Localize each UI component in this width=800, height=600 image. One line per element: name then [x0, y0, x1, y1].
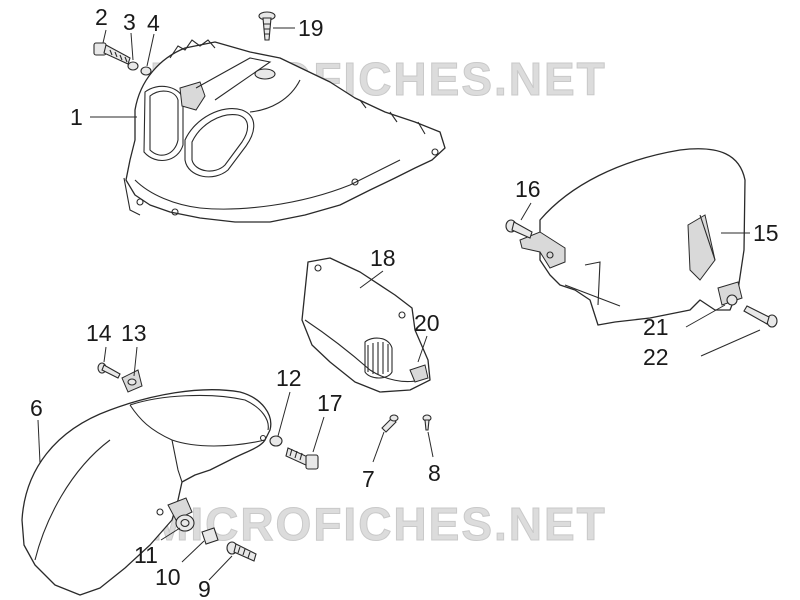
callout-20: 20 — [414, 310, 440, 336]
callout-2: 2 — [95, 4, 108, 30]
washer-12-hardware — [269, 435, 283, 447]
callout-labels: 1 2 3 4 19 16 15 18 20 14 13 12 17 6 7 8… — [30, 4, 779, 600]
grille-detail — [364, 337, 393, 379]
inner-shield-part — [123, 39, 446, 223]
bolt-2-hardware — [93, 42, 131, 65]
callout-14: 14 — [86, 320, 112, 346]
callout-13: 13 — [121, 320, 147, 346]
washer-3-hardware — [127, 61, 139, 71]
spacer-10-hardware — [201, 527, 219, 545]
callout-3: 3 — [123, 9, 136, 35]
callout-18: 18 — [370, 245, 396, 271]
bushing-11-hardware — [175, 514, 195, 532]
screw-7-hardware — [381, 414, 399, 433]
lower-cover-part — [301, 257, 431, 393]
screw-8-hardware — [422, 414, 432, 431]
bolt-9-hardware — [226, 541, 257, 562]
callout-9: 9 — [198, 576, 211, 600]
callout-11: 11 — [134, 542, 158, 568]
callout-17: 17 — [317, 390, 343, 416]
bolt-17-hardware — [285, 447, 319, 470]
callout-8: 8 — [428, 460, 441, 486]
screw-19-hardware — [258, 11, 276, 41]
callout-12: 12 — [276, 365, 302, 391]
leader-lines — [37, 27, 761, 581]
callout-10: 10 — [155, 564, 181, 590]
screw-14-hardware — [97, 362, 121, 379]
callout-22: 22 — [643, 344, 669, 370]
rear-hugger-part — [519, 148, 746, 326]
washer-4-hardware — [140, 66, 152, 76]
callout-15: 15 — [753, 220, 779, 246]
screw-16-hardware — [505, 219, 533, 239]
callout-16: 16 — [515, 176, 541, 202]
callout-21: 21 — [643, 314, 669, 340]
screw-22-hardware — [743, 305, 778, 328]
callout-6: 6 — [30, 395, 43, 421]
callout-1: 1 — [70, 104, 83, 130]
watermark-bottom: MICROFICHES.NET — [150, 498, 607, 550]
callout-19: 19 — [298, 15, 324, 41]
clip-13-hardware — [121, 369, 143, 393]
callout-7: 7 — [362, 466, 375, 492]
callout-4: 4 — [147, 10, 160, 36]
